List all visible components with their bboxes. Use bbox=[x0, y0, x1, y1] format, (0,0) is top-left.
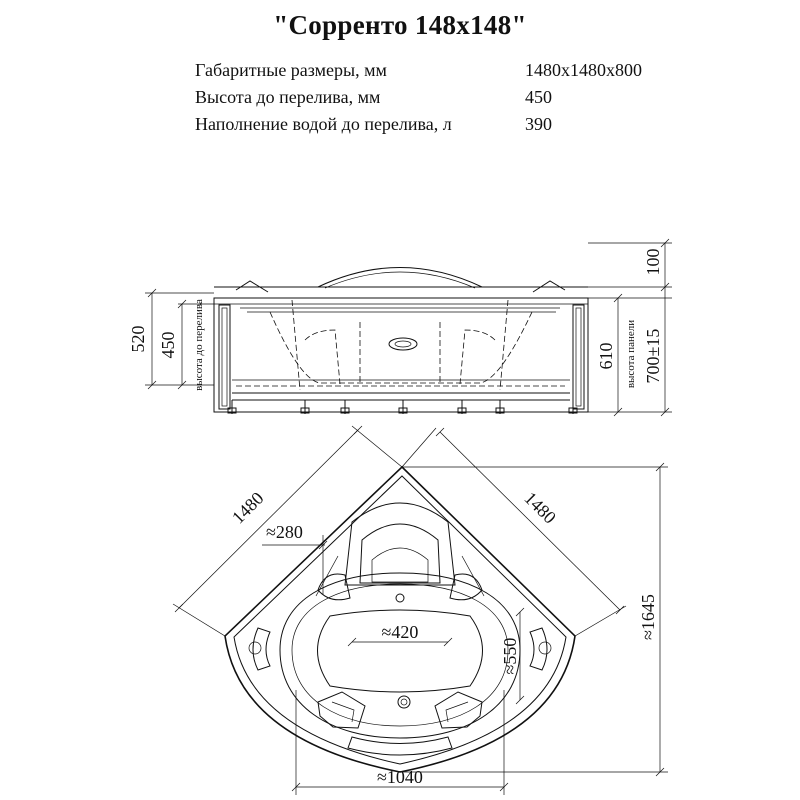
side-view: 520 450 высота до перелива 100 610 высот… bbox=[128, 238, 672, 417]
support-legs bbox=[227, 400, 578, 414]
label-overflow-height: высота до перелива bbox=[193, 299, 205, 391]
dim-side-610: 610 bbox=[596, 343, 616, 370]
dim-top-1480-right: 1480 bbox=[520, 488, 560, 528]
dim-side-450: 450 bbox=[158, 332, 178, 359]
spec-value-water-volume: 390 bbox=[525, 114, 552, 134]
dim-side-520: 520 bbox=[128, 326, 148, 353]
dim-top-550: ≈550 bbox=[500, 638, 520, 675]
dim-top-1645: ≈1645 bbox=[638, 594, 658, 640]
spec-label-water-volume: Наполнение водой до перелива, л bbox=[195, 114, 452, 134]
spec-value-dimensions: 1480x1480x800 bbox=[525, 60, 642, 80]
dim-top-1040: ≈1040 bbox=[377, 767, 423, 787]
dim-top-280: ≈280 bbox=[266, 522, 303, 542]
spec-label-overflow-height: Высота до перелива, мм bbox=[195, 87, 381, 107]
dim-top-1480-left: 1480 bbox=[228, 488, 268, 528]
spec-value-overflow-height: 450 bbox=[525, 87, 552, 107]
dim-top-420: ≈420 bbox=[382, 622, 419, 642]
top-view: 1480 1480 ≈280 ≈420 ≈550 ≈1645 bbox=[172, 425, 668, 795]
spec-label-dimensions: Габаритные размеры, мм bbox=[195, 60, 387, 80]
page-title: "Сорренто 148x148" bbox=[273, 10, 527, 40]
label-panel-height: высота панели bbox=[625, 320, 637, 388]
dim-side-700: 700±15 bbox=[643, 329, 663, 384]
dim-side-100: 100 bbox=[643, 249, 663, 276]
